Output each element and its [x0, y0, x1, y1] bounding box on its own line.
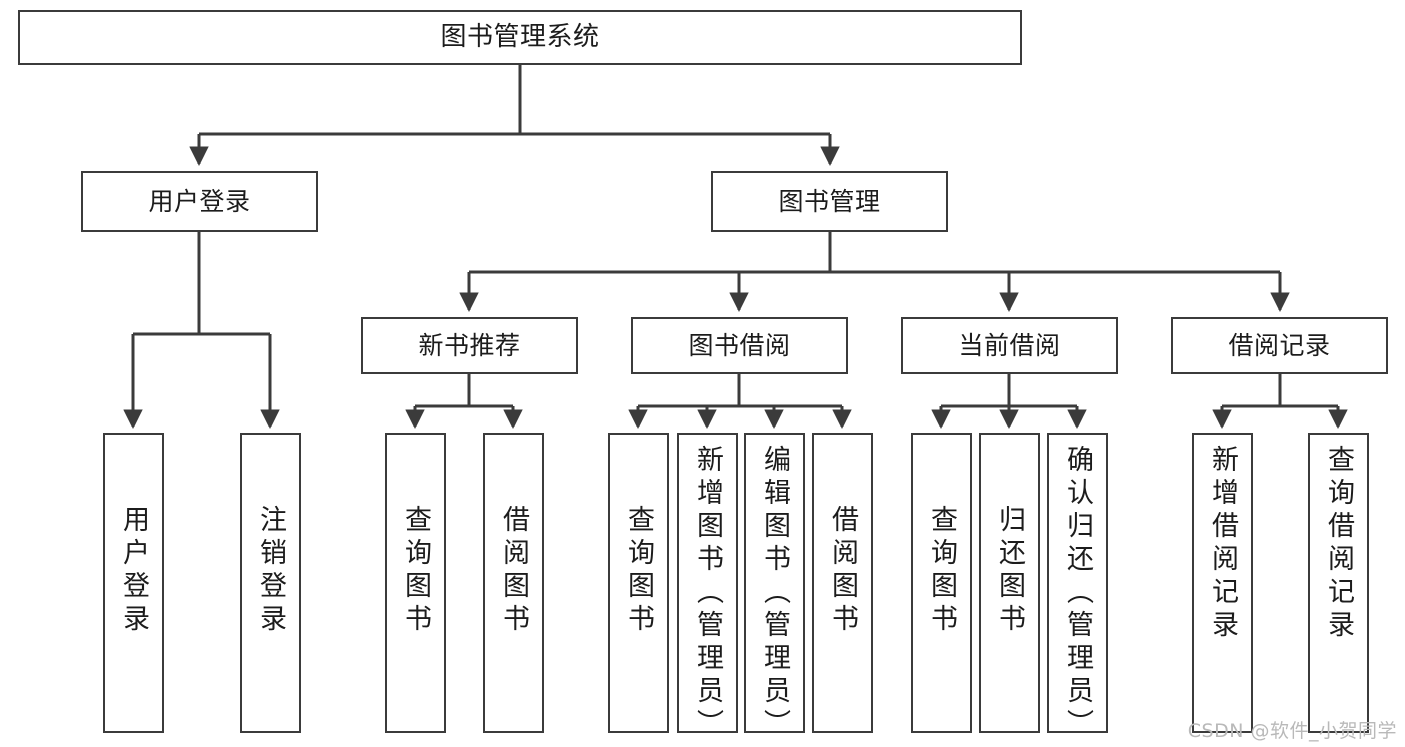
node-label: 编辑图书（管理员）: [759, 445, 790, 742]
node-label: 图书管理系统: [440, 22, 600, 53]
leaf-user-login[interactable]: 用户登录: [103, 433, 164, 733]
leaf-query-book-current[interactable]: 查询图书: [911, 433, 972, 733]
node-root-system[interactable]: 图书管理系统: [18, 10, 1022, 65]
node-borrow-record[interactable]: 借阅记录: [1171, 317, 1388, 374]
node-label: 借阅记录: [1228, 330, 1331, 360]
node-user-login[interactable]: 用户登录: [81, 171, 318, 232]
node-label: 用户登录: [148, 186, 251, 216]
node-label: 确认归还（管理员）: [1062, 445, 1093, 742]
leaf-query-book-recommend[interactable]: 查询图书: [385, 433, 446, 733]
node-label: 查询图书: [400, 505, 431, 637]
node-label: 归还图书: [994, 505, 1025, 637]
leaf-add-book-admin[interactable]: 新增图书（管理员）: [677, 433, 738, 742]
leaf-query-book-borrow[interactable]: 查询图书: [608, 433, 669, 733]
node-label: 查询图书: [926, 505, 957, 637]
node-current-borrow[interactable]: 当前借阅: [901, 317, 1118, 374]
leaf-add-borrow-record[interactable]: 新增借阅记录: [1192, 433, 1253, 733]
node-label: 新增借阅记录: [1207, 445, 1238, 643]
leaf-logout[interactable]: 注销登录: [240, 433, 301, 733]
leaf-borrow-book[interactable]: 借阅图书: [812, 433, 873, 733]
node-label: 新书推荐: [418, 330, 521, 360]
node-new-book-recommend[interactable]: 新书推荐: [361, 317, 578, 374]
node-label: 图书借阅: [688, 330, 791, 360]
leaf-confirm-return-admin[interactable]: 确认归还（管理员）: [1047, 433, 1108, 742]
node-label: 查询借阅记录: [1323, 445, 1354, 643]
node-book-borrow[interactable]: 图书借阅: [631, 317, 848, 374]
leaf-query-borrow-record[interactable]: 查询借阅记录: [1308, 433, 1369, 733]
leaf-borrow-book-recommend[interactable]: 借阅图书: [483, 433, 544, 733]
node-label: 用户登录: [118, 505, 149, 637]
node-label: 借阅图书: [827, 505, 858, 637]
node-label: 图书管理: [778, 186, 881, 216]
node-book-management[interactable]: 图书管理: [711, 171, 948, 232]
leaf-edit-book-admin[interactable]: 编辑图书（管理员）: [744, 433, 805, 742]
node-label: 注销登录: [255, 505, 286, 637]
node-label: 当前借阅: [958, 330, 1061, 360]
node-label: 借阅图书: [498, 505, 529, 637]
node-label: 查询图书: [623, 505, 654, 637]
node-label: 新增图书（管理员）: [692, 445, 723, 742]
leaf-return-book[interactable]: 归还图书: [979, 433, 1040, 733]
